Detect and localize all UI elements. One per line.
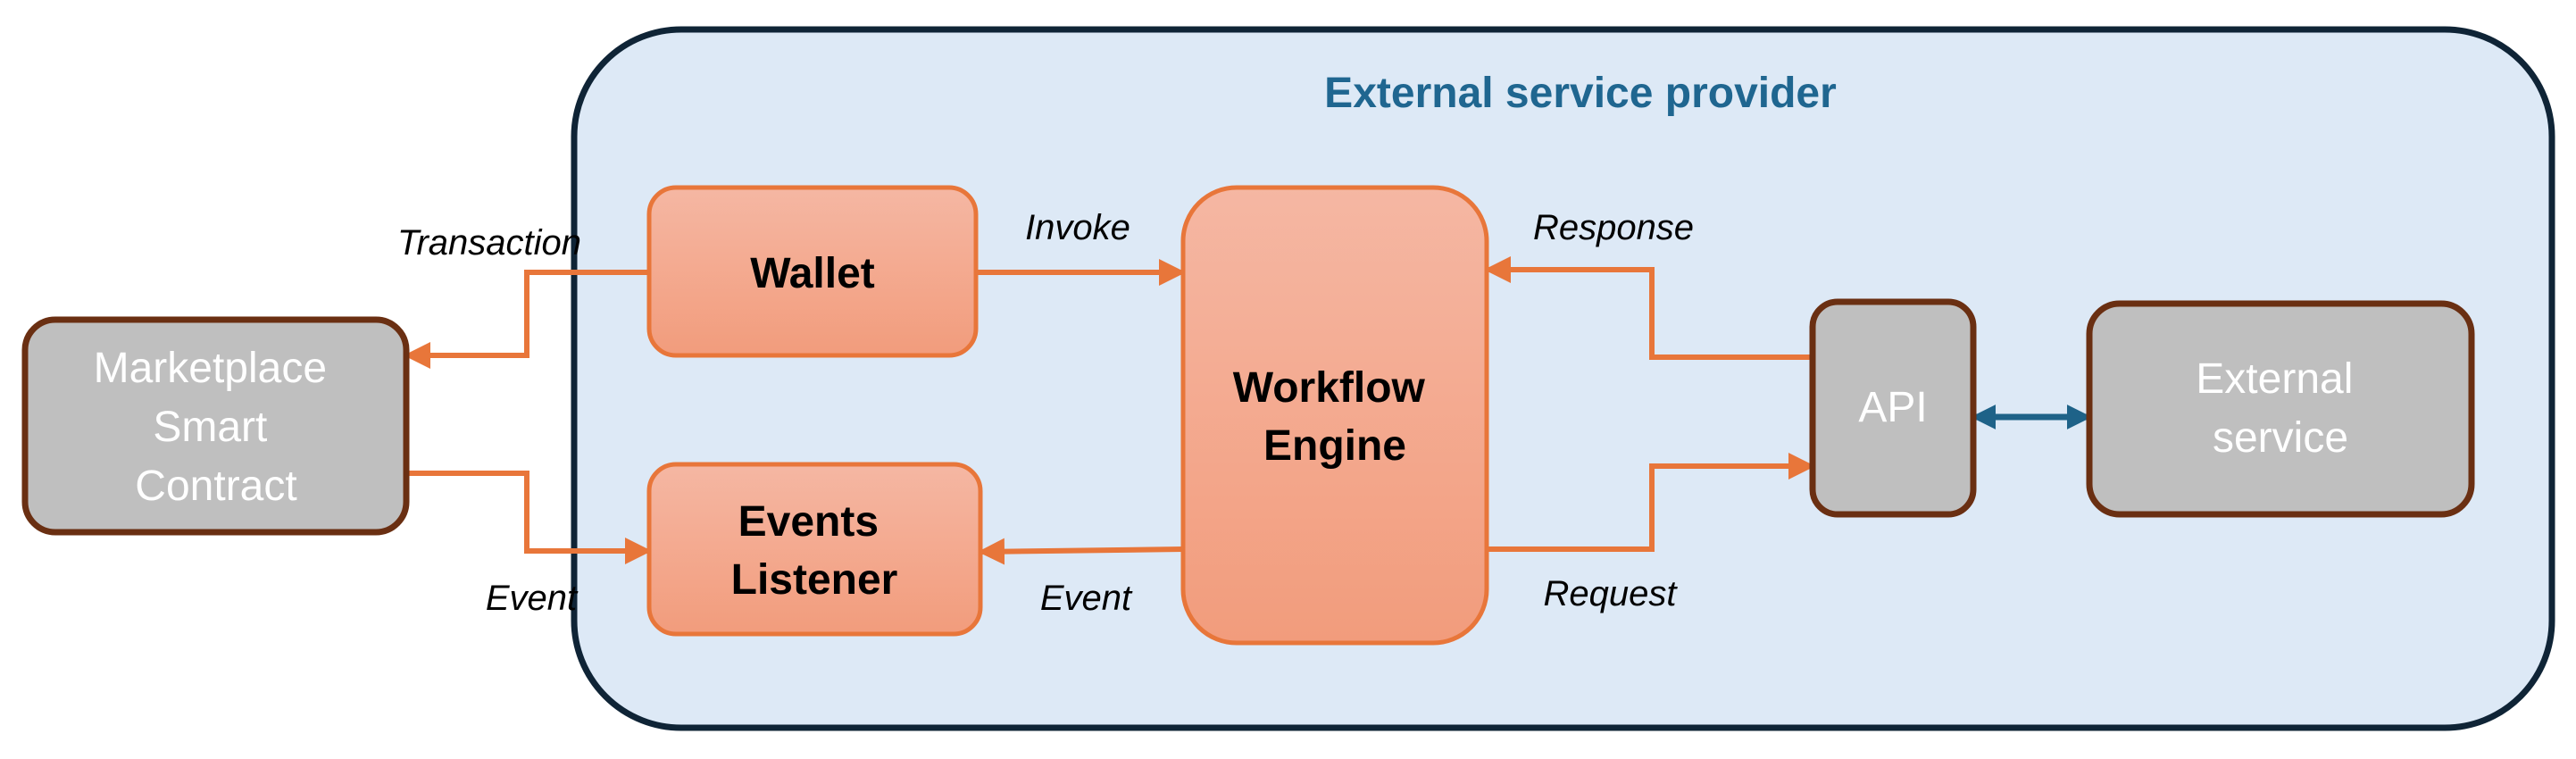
workflow-engine-box <box>1180 185 1489 646</box>
request-arrow <box>1487 453 1815 552</box>
events-listener-line-2: Listener <box>731 556 898 604</box>
workflow-engine-label: Workflow Engine <box>1233 364 1437 470</box>
wallet-label: Wallet <box>750 250 875 297</box>
marketplace-line-3: Contract <box>135 463 296 510</box>
external-service-line-2: service <box>2213 414 2348 462</box>
event-in-arrow <box>406 471 652 564</box>
api-label: API <box>1858 384 1927 431</box>
connectors <box>404 256 1815 565</box>
wallet-box <box>646 185 979 358</box>
edge-label-response: Response <box>1533 208 1694 247</box>
provider-title: External service provider <box>1324 70 1837 117</box>
marketplace-box <box>21 316 410 536</box>
external-service-box <box>2086 300 2475 518</box>
response-arrow <box>1484 256 1813 360</box>
event-out-arrow <box>978 538 1184 565</box>
external-service-label: External service <box>2196 355 2364 462</box>
events-listener-box <box>646 462 983 637</box>
events-listener-line-1: Events <box>738 498 879 546</box>
events-listener-label: Events Listener <box>731 498 898 604</box>
edge-label-event-left: Event <box>486 579 579 618</box>
edge-label-transaction: Transaction <box>397 223 581 263</box>
workflow-engine-line-1: Workflow <box>1233 364 1426 412</box>
edge-label-request: Request <box>1544 574 1679 613</box>
marketplace-line-2: Smart <box>153 404 267 451</box>
marketplace-line-1: Marketplace <box>94 345 327 392</box>
workflow-engine-line-2: Engine <box>1263 422 1406 470</box>
edge-label-invoke: Invoke <box>1025 208 1130 247</box>
api-box <box>1809 298 1977 518</box>
marketplace-label: Marketplace Smart Contract <box>94 345 339 510</box>
transaction-arrow <box>404 270 649 369</box>
external-service-line-1: External <box>2196 355 2353 403</box>
edge-label-event-mid: Event <box>1040 579 1133 618</box>
